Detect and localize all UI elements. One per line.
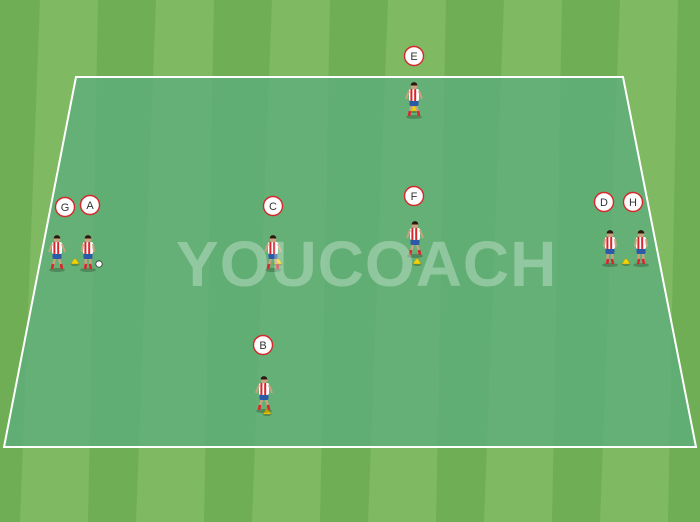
player-label: E — [403, 45, 425, 67]
player-label: F — [403, 185, 425, 207]
cone-icon — [70, 258, 80, 265]
player-label: H — [622, 191, 644, 213]
player-figure-icon — [80, 235, 96, 272]
player-g: G — [48, 196, 80, 272]
player-label-text: A — [86, 200, 94, 212]
player-c: C — [262, 195, 284, 272]
players-layer: E G A C F D H B — [48, 45, 649, 416]
player-d: D — [593, 191, 631, 267]
player-figure-icon — [255, 376, 273, 413]
ball-icon — [95, 260, 103, 268]
player-label-text: D — [600, 197, 608, 209]
player-label-text: E — [410, 51, 417, 63]
cone-icon — [621, 258, 631, 265]
player-label-text: G — [61, 202, 70, 214]
player-label: B — [252, 334, 274, 356]
player-label: G — [54, 196, 76, 218]
player-figure-icon — [633, 230, 649, 267]
player-label-text: B — [259, 340, 266, 352]
player-label-text: C — [269, 201, 277, 213]
player-a: A — [79, 194, 103, 272]
player-label: C — [262, 195, 284, 217]
player-figure-icon — [405, 82, 423, 119]
player-h: H — [622, 191, 649, 267]
player-figure-icon — [602, 230, 618, 267]
player-f: F — [403, 185, 425, 266]
player-label-text: H — [629, 197, 637, 209]
player-figure-icon — [48, 235, 66, 272]
cone-icon — [412, 258, 422, 265]
player-b: B — [252, 334, 274, 416]
player-figure-icon — [406, 221, 424, 258]
playing-area — [2, 76, 698, 448]
player-label: D — [593, 191, 615, 213]
player-label-text: F — [411, 191, 418, 203]
player-label: A — [79, 194, 101, 216]
player-e: E — [403, 45, 425, 119]
player-figure-icon — [264, 235, 282, 272]
